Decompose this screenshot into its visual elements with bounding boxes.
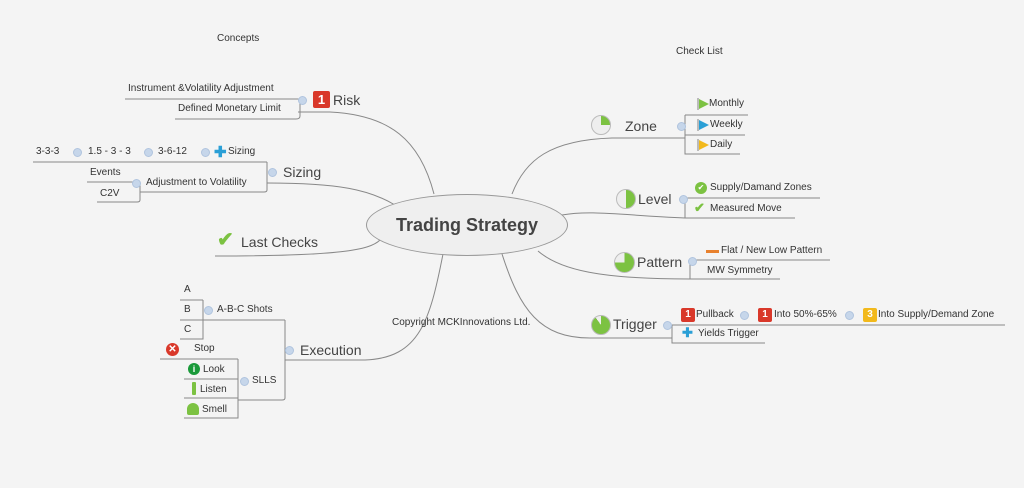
collapse-toggle[interactable] <box>679 195 688 204</box>
collapse-toggle[interactable] <box>268 168 277 177</box>
flag-blue-icon <box>697 119 709 131</box>
subtopic[interactable]: A-B-C Shots <box>217 304 273 315</box>
collapse-toggle[interactable] <box>845 311 854 320</box>
plus-icon: ✚ <box>214 144 227 161</box>
subtopic[interactable]: Monthly <box>709 98 745 109</box>
subtopic[interactable]: A <box>184 284 191 295</box>
dash-icon <box>706 250 719 253</box>
priority-1-icon: 1 <box>313 91 330 108</box>
progress-quarter-icon <box>591 115 611 135</box>
subtopic[interactable]: Weekly <box>710 119 743 130</box>
subtopic[interactable]: Stop <box>194 343 215 354</box>
subtopic[interactable]: Flat / New Low Pattern <box>721 245 823 256</box>
subtopic[interactable]: Pullback <box>696 309 734 320</box>
subtopic[interactable]: Yields Trigger <box>698 328 759 339</box>
subtopic[interactable]: Smell <box>202 404 228 415</box>
progress-three-quarter-icon <box>614 252 635 273</box>
subtopic[interactable]: 3-6-12 <box>158 146 187 157</box>
subtopic[interactable]: Events <box>90 167 121 178</box>
collapse-toggle[interactable] <box>663 321 672 330</box>
subtopic[interactable]: Look <box>203 364 225 375</box>
subtopic[interactable]: Adjustment to Volatility <box>146 177 247 188</box>
subtopic[interactable]: Measured Move <box>710 203 782 214</box>
subtopic[interactable]: MW Symmetry <box>707 265 773 276</box>
check-circle-icon: ✔ <box>695 182 707 194</box>
subtopic[interactable]: 3-3-3 <box>36 146 60 157</box>
subtopic[interactable]: Into 50%-65% <box>774 309 837 320</box>
subtopic[interactable]: Listen <box>200 384 227 395</box>
info-icon: i <box>188 363 200 375</box>
collapse-toggle[interactable] <box>677 122 686 131</box>
topic-sizing[interactable]: Sizing <box>283 164 322 180</box>
plus-icon: ✚ <box>682 325 693 340</box>
collapse-toggle[interactable] <box>240 377 249 386</box>
flag-green-icon <box>697 98 709 110</box>
topic-last-checks[interactable]: Last Checks <box>241 234 319 250</box>
topic-zone[interactable]: Zone <box>625 118 657 134</box>
collapse-toggle[interactable] <box>201 148 210 157</box>
collapse-toggle[interactable] <box>285 346 294 355</box>
topic-risk[interactable]: Risk <box>333 92 361 108</box>
topic-execution[interactable]: Execution <box>300 342 362 358</box>
collapse-toggle[interactable] <box>144 148 153 157</box>
priority-1-icon: 1 <box>681 308 695 322</box>
collapse-toggle[interactable] <box>740 311 749 320</box>
collapse-toggle[interactable] <box>298 96 307 105</box>
progress-almost-full-icon <box>591 315 611 335</box>
progress-half-icon <box>616 189 636 209</box>
concepts-label: Concepts <box>217 33 260 44</box>
subtopic[interactable]: Sizing <box>228 146 256 157</box>
person-icon <box>187 403 199 415</box>
subtopic[interactable]: C <box>184 324 192 335</box>
collapse-toggle[interactable] <box>204 306 213 315</box>
subtopic[interactable]: Supply/Damand Zones <box>710 182 812 193</box>
priority-1-icon: 1 <box>758 308 772 322</box>
topic-trigger[interactable]: Trigger <box>613 316 657 332</box>
topic-pattern[interactable]: Pattern <box>637 254 683 270</box>
subtopic[interactable]: Into Supply/Demand Zone <box>878 309 995 320</box>
priority-3-icon: 3 <box>863 308 877 322</box>
check-icon: ✔ <box>694 200 705 215</box>
collapse-toggle[interactable] <box>132 179 141 188</box>
subtopic[interactable]: Daily <box>710 139 733 150</box>
subtopic[interactable]: 1.5 - 3 - 3 <box>88 146 131 157</box>
collapse-toggle[interactable] <box>688 257 697 266</box>
check-icon: ✔ <box>217 229 234 251</box>
collapse-toggle[interactable] <box>73 148 82 157</box>
copyright-label: Copyright MCKInnovations Ltd. <box>392 317 531 328</box>
listen-icon <box>192 382 196 395</box>
checklist-label: Check List <box>676 46 723 57</box>
subtopic[interactable]: B <box>184 304 191 315</box>
subtopic[interactable]: C2V <box>100 188 120 199</box>
subtopic[interactable]: Defined Monetary Limit <box>178 103 281 114</box>
central-topic[interactable]: Trading Strategy <box>366 194 568 256</box>
topic-level[interactable]: Level <box>638 191 672 207</box>
stop-icon: ✕ <box>166 343 179 356</box>
flag-orange-icon <box>697 139 709 151</box>
subtopic[interactable]: SLLS <box>252 375 277 386</box>
subtopic[interactable]: Instrument &Volatility Adjustment <box>128 83 274 94</box>
